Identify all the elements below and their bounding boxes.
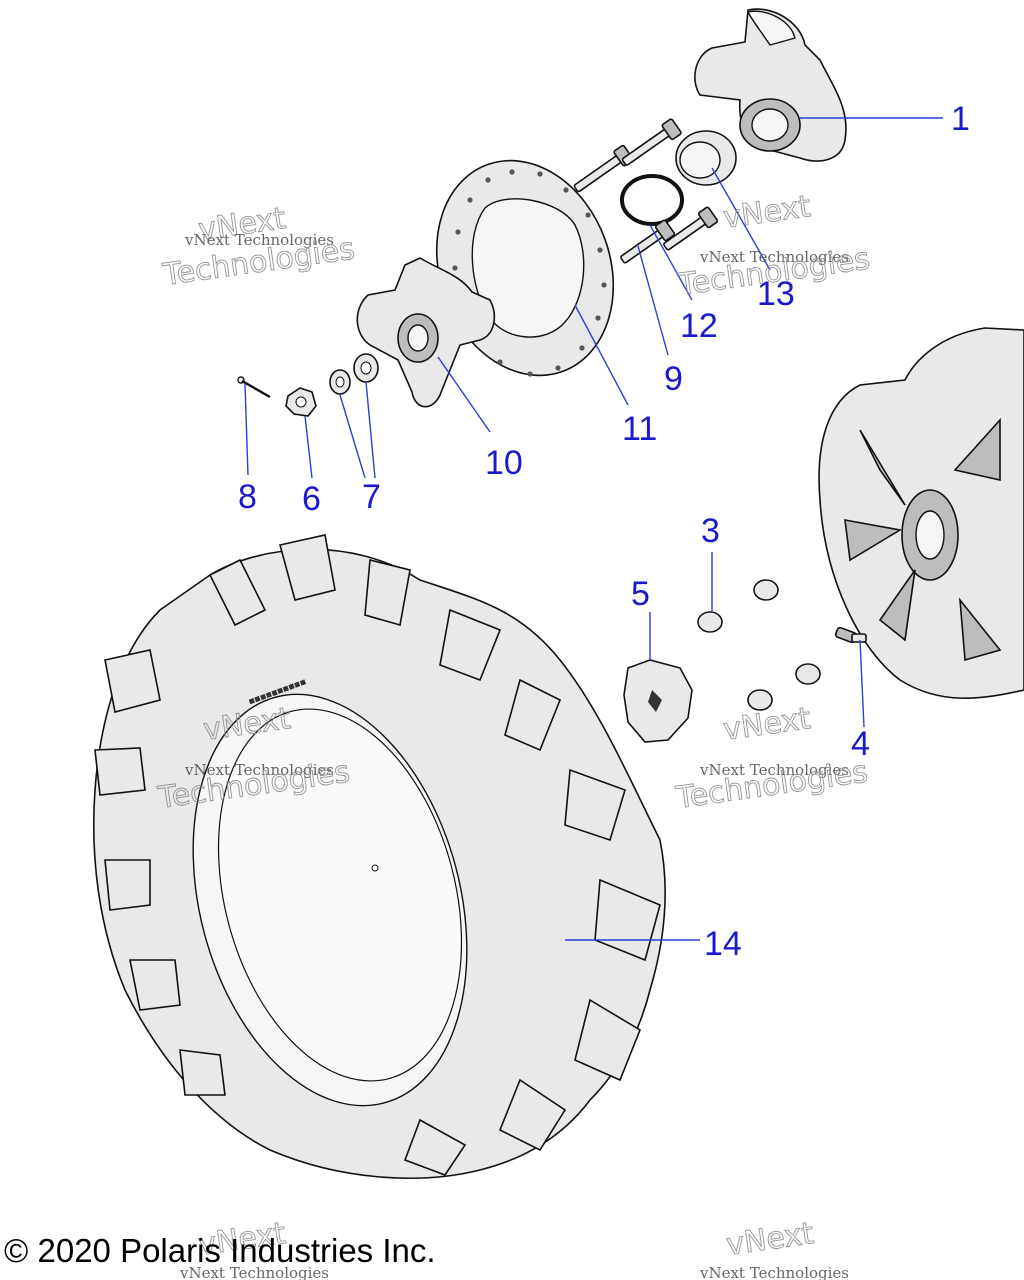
part-washers bbox=[329, 353, 379, 395]
svg-text:vNext Technologies: vNext Technologies bbox=[184, 231, 334, 249]
leader-12 bbox=[649, 224, 693, 301]
copyright-text: © 2020 Polaris Industries Inc. bbox=[4, 1232, 436, 1269]
callout-numbers: 1 13 12 9 11 10 8 6 7 3 5 4 14 bbox=[238, 100, 970, 963]
svg-text:vNext Technologies: vNext Technologies bbox=[699, 1264, 849, 1280]
callout-12: 12 bbox=[680, 307, 718, 345]
leader-6 bbox=[304, 415, 313, 479]
part-castle-nut bbox=[285, 387, 317, 417]
callout-11: 11 bbox=[622, 410, 657, 448]
part-lug-nuts bbox=[697, 579, 821, 711]
watermark-6: vNext vNext Technologies bbox=[699, 1216, 849, 1280]
leader-7b bbox=[365, 381, 376, 479]
leader-8 bbox=[244, 383, 249, 476]
callout-13: 13 bbox=[757, 275, 795, 313]
part-knuckle bbox=[694, 8, 847, 162]
svg-text:vNext: vNext bbox=[724, 1216, 816, 1263]
leader-13 bbox=[711, 167, 771, 271]
part-snap-ring bbox=[620, 174, 684, 226]
watermark-1: vNext vNext Technologies Technologies bbox=[160, 201, 358, 294]
leader-lines bbox=[244, 117, 943, 941]
part-bolts bbox=[573, 118, 719, 264]
part-hub bbox=[356, 257, 496, 408]
callout-1: 1 bbox=[951, 100, 970, 138]
callout-3: 3 bbox=[701, 512, 720, 550]
svg-text:vNext Technologies: vNext Technologies bbox=[184, 761, 334, 779]
watermark-4: vNext vNext Technologies Technologies bbox=[673, 701, 871, 817]
svg-text:vNext Technologies: vNext Technologies bbox=[699, 248, 849, 266]
svg-text:vNext: vNext bbox=[721, 701, 813, 748]
part-valve-stem bbox=[834, 626, 867, 644]
callout-5: 5 bbox=[631, 575, 650, 613]
callout-8: 8 bbox=[238, 478, 257, 516]
leader-4 bbox=[859, 639, 865, 728]
leader-11 bbox=[574, 304, 629, 406]
watermark-2: vNext vNext Technologies Technologies bbox=[675, 189, 873, 304]
callout-10: 10 bbox=[485, 444, 523, 482]
part-center-cap bbox=[623, 659, 693, 743]
callout-9: 9 bbox=[664, 360, 683, 398]
leader-9 bbox=[637, 245, 669, 356]
part-bearing bbox=[675, 130, 737, 186]
part-cotter-pin bbox=[237, 376, 271, 399]
svg-text:vNext Technologies: vNext Technologies bbox=[179, 1264, 329, 1280]
leader-7a bbox=[339, 394, 366, 479]
callout-6: 6 bbox=[302, 480, 321, 518]
part-wheel-rim bbox=[818, 327, 1024, 699]
svg-text:vNext Technologies: vNext Technologies bbox=[699, 761, 849, 779]
part-tire: ■■■■■■■■■■ bbox=[93, 534, 666, 1179]
leader-10 bbox=[437, 356, 491, 433]
callout-7: 7 bbox=[362, 478, 381, 516]
callout-4: 4 bbox=[851, 725, 870, 763]
callout-14: 14 bbox=[704, 925, 742, 963]
svg-text:vNext: vNext bbox=[721, 189, 813, 236]
